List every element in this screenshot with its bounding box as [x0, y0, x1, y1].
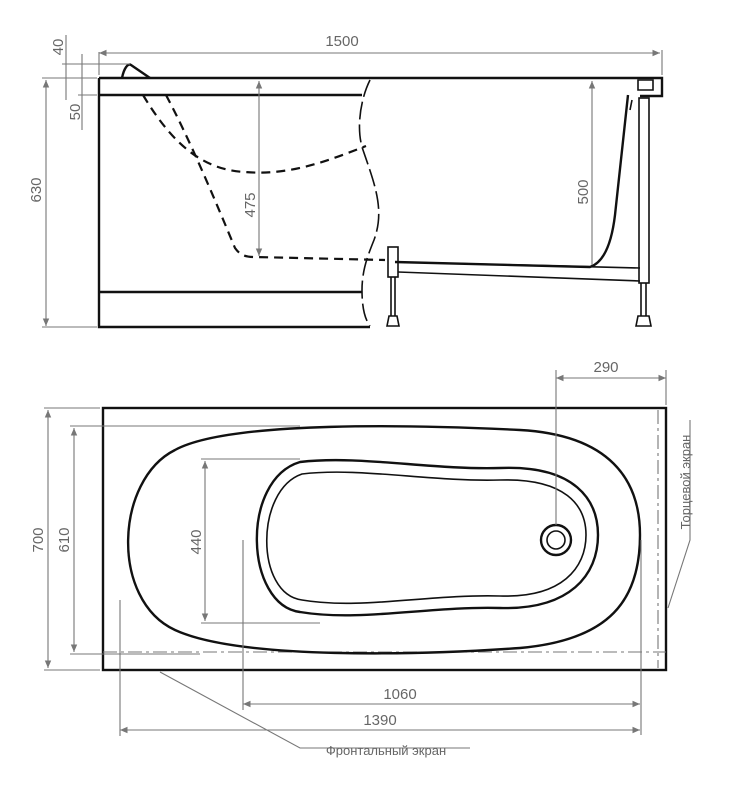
- headrest: [120, 63, 151, 79]
- front-leg: [386, 277, 400, 327]
- end-panel-leader: [667, 420, 691, 609]
- dim-lip-40: 40: [50, 39, 67, 56]
- tub-outline-top: [101, 406, 668, 672]
- rear-leg: [635, 283, 652, 327]
- bowl-outline: [126, 425, 642, 655]
- dim-inner-length-1390: 1390: [363, 712, 396, 729]
- dim-depth-500: 500: [575, 179, 592, 204]
- tub-rim: [99, 76, 664, 98]
- dim-inner-width-610: 610: [56, 527, 73, 552]
- dim-length-1500: 1500: [325, 33, 358, 50]
- front-panel-label: Фронтальный экран: [326, 743, 446, 758]
- drain-inner: [546, 530, 566, 550]
- side-view: 1500 630 40 50 475 500: [28, 33, 664, 329]
- overflow-fitting: [629, 79, 654, 111]
- rear-leg-post: [638, 97, 650, 284]
- dim-bottom-width-440: 440: [188, 529, 205, 554]
- dim-bottom-length-1060: 1060: [383, 686, 416, 703]
- inner-profile-lower: [165, 94, 386, 262]
- break-line: [358, 79, 380, 327]
- front-panel-leader: [159, 671, 470, 749]
- bottom-inner: [266, 471, 587, 605]
- dim-height-630: 630: [28, 177, 45, 202]
- front-leg-bracket: [387, 246, 399, 278]
- dim-depth-475: 475: [242, 192, 259, 217]
- drain-icon: [539, 523, 573, 557]
- front-panel-outline: [97, 78, 370, 329]
- bottom-outer: [255, 458, 600, 617]
- end-panel-label: Торцевой экран: [678, 435, 693, 530]
- top-view: 290 700 610 440 1060 1390 Фронтальный эк…: [30, 359, 693, 758]
- tub-bottom-right: [394, 94, 630, 269]
- inner-profile-upper: [142, 94, 367, 174]
- dim-drain-290: 290: [593, 359, 618, 376]
- dim-rim-50: 50: [67, 104, 84, 121]
- dim-width-700: 700: [30, 527, 47, 552]
- support-frame: [397, 261, 641, 282]
